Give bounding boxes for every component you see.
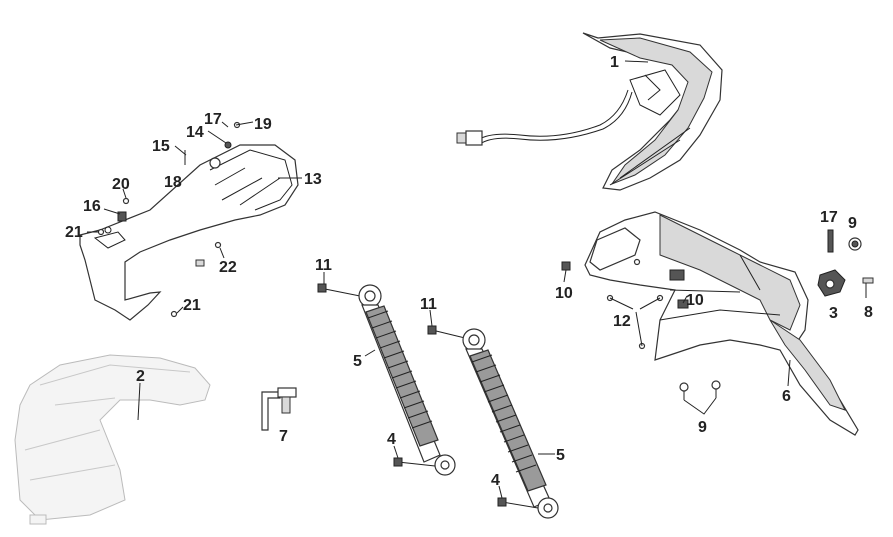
taillight-drawing xyxy=(456,32,723,191)
right-hardware-drawing xyxy=(817,229,874,298)
shock-absorber-right-drawing xyxy=(427,325,559,519)
label-screw-8: 8 xyxy=(864,304,873,321)
label-18: 18 xyxy=(164,174,182,191)
label-21-top: 21 xyxy=(65,224,83,241)
label-bolt-4-right: 4 xyxy=(491,472,500,489)
label-shock-right: 5 xyxy=(556,447,565,464)
label-22: 22 xyxy=(219,259,237,276)
label-14: 14 xyxy=(186,124,204,141)
label-clips-12: 12 xyxy=(613,313,631,330)
label-15: 15 xyxy=(152,138,170,155)
label-shock-left: 5 xyxy=(353,353,362,370)
label-bolt-11-right: 11 xyxy=(420,296,437,313)
label-nut-right: 10 xyxy=(686,292,704,309)
label-rear-fender-bracket: 6 xyxy=(782,388,791,405)
label-screw-9-top: 9 xyxy=(848,215,857,232)
label-17-right: 17 xyxy=(820,209,838,226)
rear-mudguard-drawing xyxy=(79,144,299,321)
label-bolt-4-left: 4 xyxy=(387,431,396,448)
label-bolt-11-left: 11 xyxy=(315,257,332,274)
bracket-small-drawing xyxy=(261,387,297,431)
label-17-left: 17 xyxy=(204,111,222,128)
label-lower-panel: 2 xyxy=(136,368,145,385)
screws-9-bottom-drawing xyxy=(679,380,721,400)
label-rear-mudguard: 13 xyxy=(304,171,322,188)
label-nut-left: 10 xyxy=(555,285,573,302)
shock-absorber-left-drawing xyxy=(317,283,456,476)
label-reflector: 3 xyxy=(829,305,838,322)
label-16: 16 xyxy=(83,198,101,215)
label-21-bottom: 21 xyxy=(183,297,201,314)
lower-panel-drawing xyxy=(14,354,211,525)
label-19: 19 xyxy=(254,116,272,133)
label-20: 20 xyxy=(112,176,130,193)
rear-fender-bracket-drawing xyxy=(561,211,859,436)
label-screws-9-bottom: 9 xyxy=(698,419,707,436)
label-taillight: 1 xyxy=(610,54,619,71)
label-bracket-small: 7 xyxy=(279,428,288,445)
